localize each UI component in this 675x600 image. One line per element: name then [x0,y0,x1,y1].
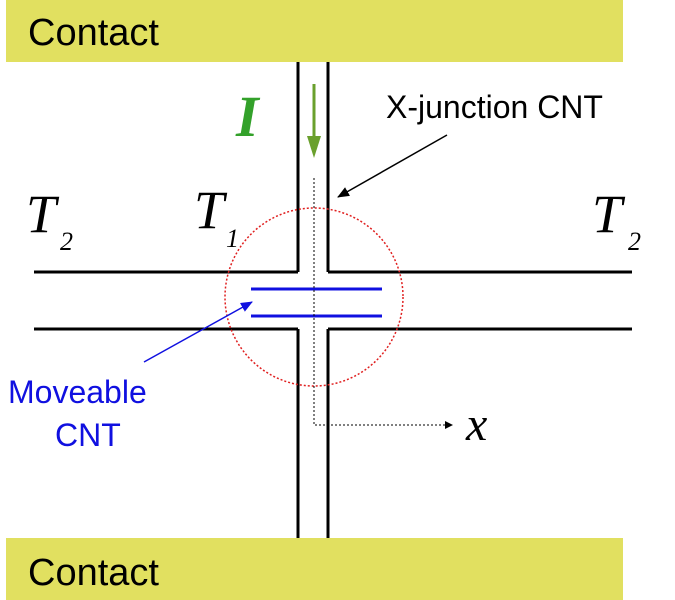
current-symbol: I [235,84,261,149]
bottom-contact-label: Contact [28,552,159,594]
current-arrow [307,84,321,158]
top-contact-pad [6,0,623,62]
temperature-center-symbol: T [194,180,228,240]
temperature-left-symbol: T [26,184,60,244]
temperature-left-subscript: 2 [60,227,73,256]
temperature-center: T 1 [194,180,239,253]
temperature-right-subscript: 2 [628,227,641,256]
x-junction-pointer-arrow [337,134,448,198]
bottom-contact-pad [6,538,623,600]
horizontal-cnt [34,270,632,331]
temperature-right-symbol: T [592,184,626,244]
junction-highlight-circle [224,207,404,387]
temperature-right: T 2 [592,184,641,256]
moveable-cnt-label-line2: CNT [55,417,121,453]
moveable-cnt-pointer-arrow [143,301,253,363]
x-axis-label: x [465,398,487,451]
top-contact-label: Contact [28,12,159,54]
x-axis-path [313,178,453,429]
x-junction-label: X-junction CNT [386,89,603,125]
temperature-left: T 2 [26,184,73,256]
temperature-center-subscript: 1 [226,224,239,253]
moveable-cnt-label-line1: Moveable [8,374,147,410]
vertical-cnt [296,62,330,538]
moveable-cnt [251,287,382,318]
